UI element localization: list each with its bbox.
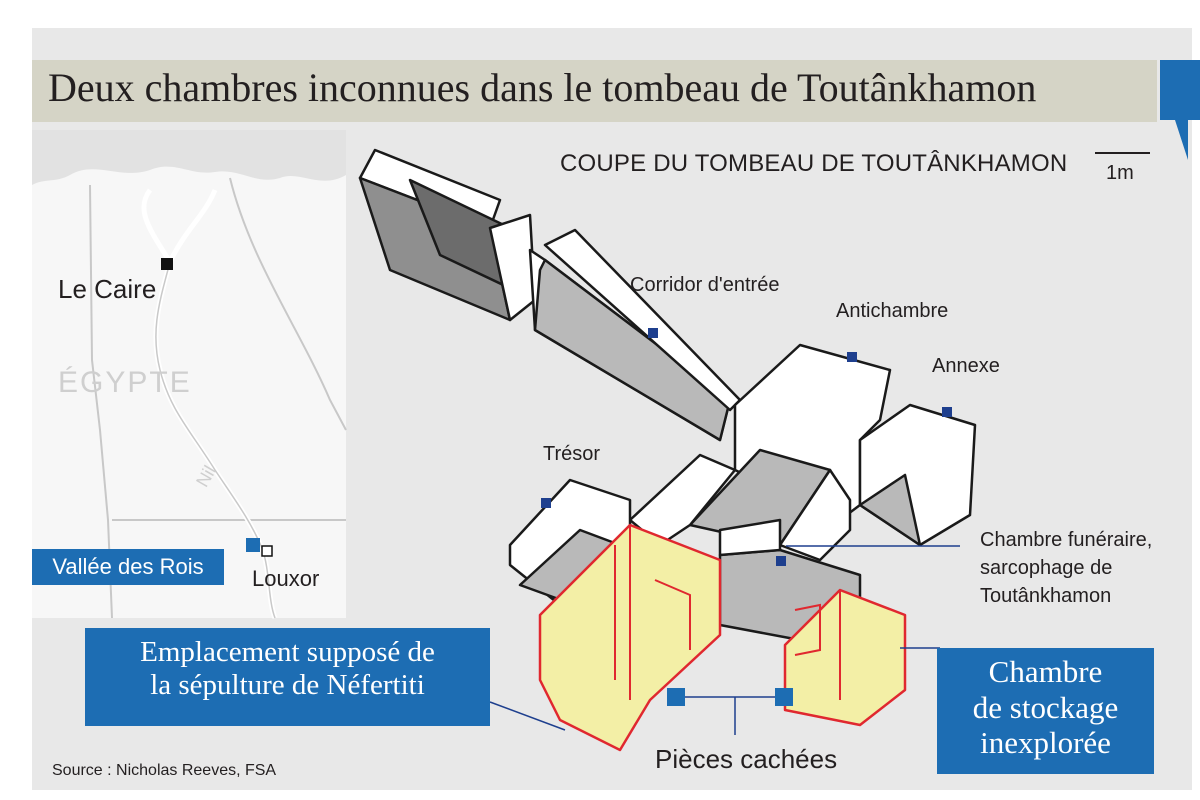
label-annex: Annexe [932,355,1000,377]
label-hidden-rooms: Pièces cachées [655,744,838,774]
treasury-marker [541,498,551,508]
hidden-marker-right [775,688,793,706]
antechamber-marker [847,352,857,362]
page-title: Deux chambres inconnues dans le tombeau … [48,65,1037,110]
source-note: Source : Nicholas Reeves, FSA [52,762,277,779]
valley-marker [246,538,260,552]
map-background [32,130,346,618]
label-egypt: ÉGYPTE [58,366,192,399]
label-antechamber: Antichambre [836,300,949,322]
label-burial-chamber: Chambre funéraire, sarcophage de Toutânk… [980,529,1153,607]
scale-label: 1m [1106,162,1134,184]
edge-tab [1160,60,1200,160]
burial-marker [776,556,786,566]
border-sinai [229,177,347,431]
diagram-subtitle: COUPE DU TOMBEAU DE TOUTÂNKHAMON [560,150,1068,177]
annex-marker [942,407,952,417]
label-treasury: Trésor [543,443,601,465]
label-corridor: Corridor d'entrée [630,274,780,296]
luxor-marker [261,545,273,557]
label-luxor: Louxor [252,566,320,591]
title-band [32,60,1157,122]
label-cairo: Le Caire [58,274,157,304]
label-valley: Vallée des Rois [32,549,224,585]
corridor-floor [533,258,732,442]
nefertiti-leader [489,701,566,731]
callout-storage: Chambre de stockage inexplorée [937,648,1154,774]
corridor-marker [648,328,658,338]
annex-wall [858,403,977,547]
hidden-marker-left [667,688,685,706]
cairo-marker [161,258,173,270]
annex-floor [858,473,922,547]
sea-shape [32,130,346,185]
callout-nefertiti: Emplacement supposé de la sépulture de N… [85,628,490,726]
